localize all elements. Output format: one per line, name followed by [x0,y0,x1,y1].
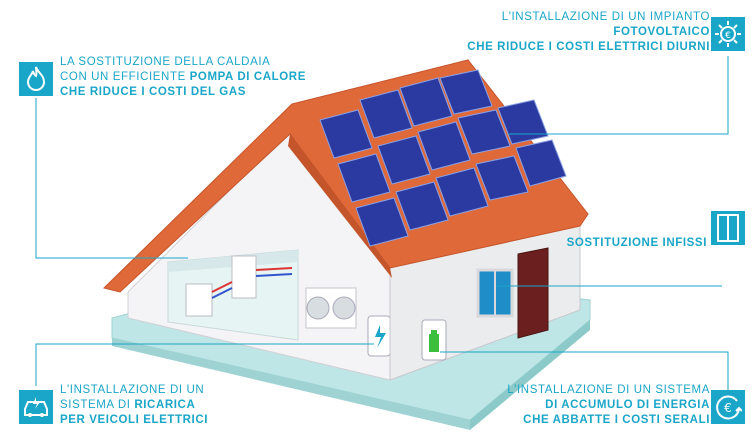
svg-text:€: € [725,31,731,41]
storage-callout: L'INSTALLAZIONE DI UN SISTEMA DI ACCUMUL… [507,383,710,428]
heat-pump-unit [231,255,257,299]
ev-line2: SISTEMA DI [60,399,135,411]
ev-line3: PER VEICOLI ELETTRICI [60,414,209,426]
storage-leader [440,351,729,392]
photovoltaic-line1: L'INSTALLAZIONE DI UN IMPIANTO [501,11,710,23]
euro-cycle-icon: € [711,390,745,424]
storage-line1: L'INSTALLAZIONE DI UN SISTEMA [507,384,710,396]
door [517,247,549,339]
heat-pump-line2: CON UN EFFICIENTE [60,71,190,83]
sun-euro-icon: € [711,17,745,51]
photovoltaic-callout: L'INSTALLAZIONE DI UN IMPIANTO FOTOVOLTA… [467,10,710,55]
photovoltaic-line3: CHE RIDUCE I COSTI ELETTRICI DIURNI [467,41,710,53]
ev-line2-bold: RICARICA [134,399,196,411]
windows-line1: SOSTITUZIONE INFISSI [566,237,707,249]
heat-pump-line3: CHE RIDUCE I COSTI DEL GAS [60,86,246,98]
photovoltaic-leader [508,56,729,135]
heat-pump-leader [35,98,188,259]
window-icon [711,211,745,245]
windows-callout: SOSTITUZIONE INFISSI [567,236,707,251]
heat-pump-callout: LA SOSTITUZIONE DELLA CALDAIA CON UN EFF… [60,55,306,100]
ev-line1: L'INSTALLAZIONE DI UN [60,384,205,396]
storage-line3: CHE ABBATTE I COSTI SERALI [523,414,710,426]
connector-lines [35,56,729,392]
storage-line2: DI ACCUMULO DI ENERGIA [545,399,710,411]
electric-car-icon [19,390,53,424]
svg-text:€: € [724,401,732,415]
ev-callout: L'INSTALLAZIONE DI UN SISTEMA DI RICARIC… [60,383,208,428]
ev-leader [35,343,374,386]
photovoltaic-line2: FOTOVOLTAICO [613,26,710,38]
flame-icon [19,62,53,96]
heat-pump-line1: LA SOSTITUZIONE DELLA CALDAIA [60,56,271,68]
heat-pump-line2-bold: POMPA DI CALORE [189,71,306,83]
solar-panels [319,69,567,247]
boiler-unit [185,283,213,317]
